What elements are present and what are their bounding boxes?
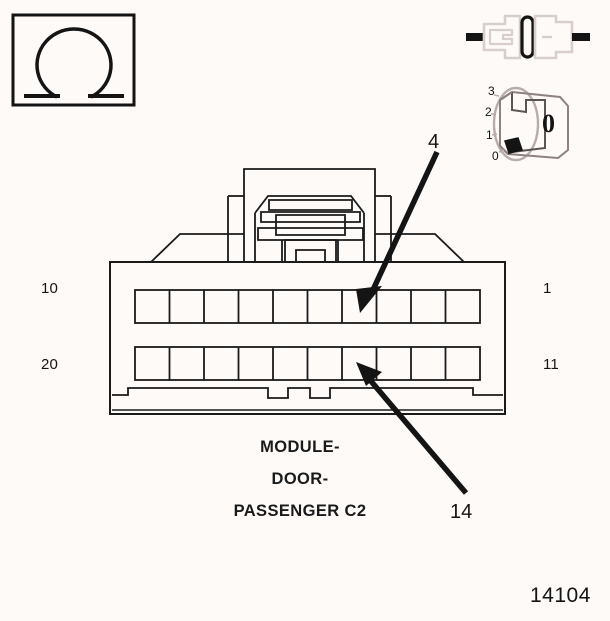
latch-center-notch [295,249,326,263]
connector-body-group [109,261,506,415]
ohm-symbol-box [11,13,136,107]
mating-blade-detail [488,28,514,46]
mating-housing-right [533,14,574,60]
latch-wing-left [150,233,244,263]
ohm-glyph-arc [35,27,113,99]
pin-label-left-bottom: 20 [41,356,59,373]
caption-line-2: DOOR- [271,470,329,488]
key-scale-label-3: 3 [488,84,495,98]
cavity-row-bottom [134,346,481,381]
latch-wing-right [375,233,465,263]
key-cavity-symbol-group [491,86,569,162]
key-index-tab [504,137,523,154]
key-body [499,90,569,160]
ohm-symbol-group [11,13,136,107]
key-rim-ellipse [492,86,540,162]
latch-shoulder [254,195,365,262]
latch-center-block [284,239,337,263]
key-scale-label-0: 0 [492,149,499,163]
key-cavity-letter: 0 [542,109,555,138]
key-scale-ticks [491,94,505,153]
connector-bottom-skirt [112,387,503,399]
latch-lever-lower [257,227,364,241]
mating-housing-left [482,14,522,60]
key-scale-label-1: 1 [486,128,493,142]
key-scale-label-2: 2 [485,105,492,119]
callout-arrow-4-head [356,286,382,313]
callout-arrow-14-shaft [367,378,469,495]
connector-body-outline [109,261,506,415]
callout-label-14: 14 [450,501,473,523]
callout-arrow-14 [356,362,469,495]
latch-lever-top [268,199,353,211]
latch-lever-mid [260,211,361,223]
connector-latch-group [150,168,465,263]
callout-arrow-4-shaft [369,150,440,294]
connector-caption: MODULE- DOOR- PASSENGER C2 [170,438,430,521]
latch-post-left [281,240,339,262]
latch-lever-plate [275,214,346,236]
mating-lead-right [572,33,590,41]
caption-line-3: PASSENGER C2 [233,502,367,520]
cavity-row-top [134,289,481,324]
callout-label-4: 4 [428,131,440,153]
caption-line-1: MODULE- [260,438,340,456]
mating-lead-left [466,33,484,41]
pin-label-right-bottom: 11 [543,356,559,373]
callout-arrow-4 [356,150,440,313]
callout-arrow-14-head [356,362,382,386]
pin-label-right-top: 1 [543,280,552,297]
mating-seal [520,15,535,59]
figure-id-number: 14104 [530,584,591,607]
connector-mating-symbol-group [466,14,590,60]
pin-label-left-top: 10 [41,280,59,297]
